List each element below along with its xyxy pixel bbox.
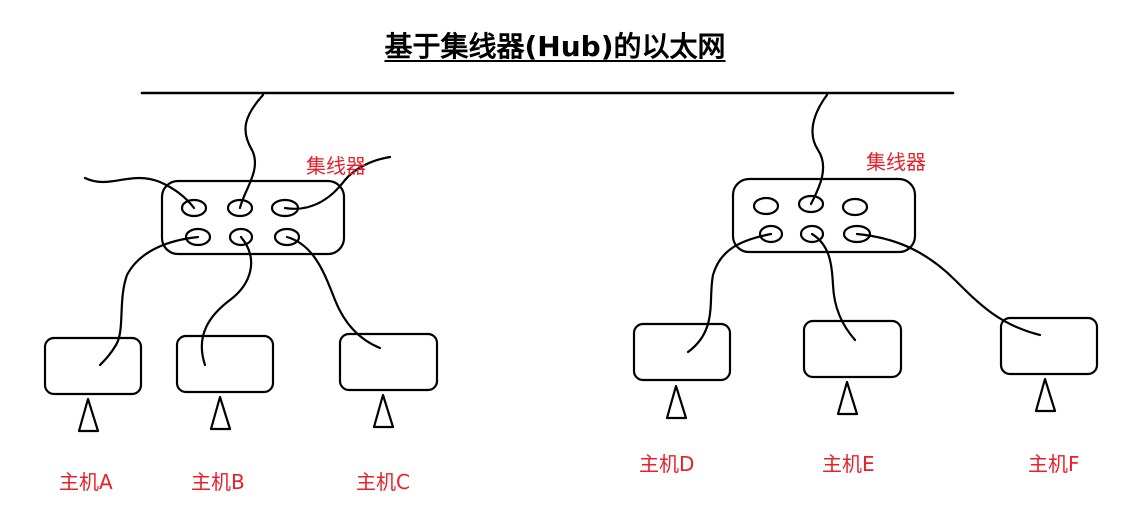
host-a-box bbox=[43, 336, 143, 396]
hub-1-port bbox=[228, 227, 254, 247]
cable-bus-hub-2 bbox=[809, 93, 829, 206]
host-b-label: 主机B bbox=[191, 470, 245, 494]
host-e-label: 主机E bbox=[822, 452, 875, 476]
cable-hub-1-host-a bbox=[98, 235, 200, 367]
host-c-box bbox=[338, 332, 439, 392]
diagram-title: 基于集线器(Hub)的以太网 bbox=[384, 30, 726, 63]
hub-2-port bbox=[752, 196, 780, 216]
cable-hub-1-right-extra bbox=[283, 155, 392, 210]
host-d-box bbox=[632, 322, 732, 382]
hub-2 bbox=[731, 177, 917, 254]
host-d-arrow bbox=[665, 384, 688, 420]
host-d-label: 主机D bbox=[639, 452, 695, 476]
cable-bus-hub-1 bbox=[238, 93, 265, 210]
hub-2-port bbox=[797, 194, 825, 214]
hub-1-port bbox=[180, 198, 208, 218]
cable-hub-2-host-d bbox=[686, 232, 773, 354]
hub-2-port bbox=[799, 224, 825, 244]
hub-2-port bbox=[758, 224, 784, 244]
hub-1-body bbox=[160, 179, 346, 256]
host-b-arrow bbox=[209, 395, 232, 431]
host-c-arrow bbox=[372, 393, 395, 429]
hub-1-port bbox=[226, 198, 254, 218]
host-f-arrow bbox=[1034, 377, 1057, 413]
host-c-label: 主机C bbox=[356, 470, 410, 494]
host-e-box bbox=[802, 319, 903, 379]
hub-2-port bbox=[841, 197, 869, 217]
hub-1-label: 集线器 bbox=[306, 154, 366, 178]
host-a-arrow bbox=[77, 397, 100, 433]
cable-hub-1-host-b bbox=[200, 235, 253, 367]
host-e-arrow bbox=[836, 380, 859, 416]
host-f-box bbox=[999, 316, 1099, 376]
host-f-label: 主机F bbox=[1028, 452, 1080, 476]
host-a-label: 主机A bbox=[59, 470, 113, 494]
hub-2-label: 集线器 bbox=[866, 150, 926, 174]
cable-hub-1-host-c bbox=[285, 235, 382, 350]
hub-2-body bbox=[731, 177, 917, 254]
cable-hub-1-left-extra bbox=[83, 176, 196, 210]
hub-1-port bbox=[184, 227, 212, 247]
hub-2-port bbox=[842, 224, 872, 244]
hub-1-port bbox=[273, 227, 301, 247]
cable-hub-2-host-e bbox=[810, 232, 857, 342]
cable-hub-2-host-f bbox=[855, 232, 1042, 337]
host-b-box bbox=[175, 334, 275, 394]
hub-1 bbox=[160, 179, 346, 256]
